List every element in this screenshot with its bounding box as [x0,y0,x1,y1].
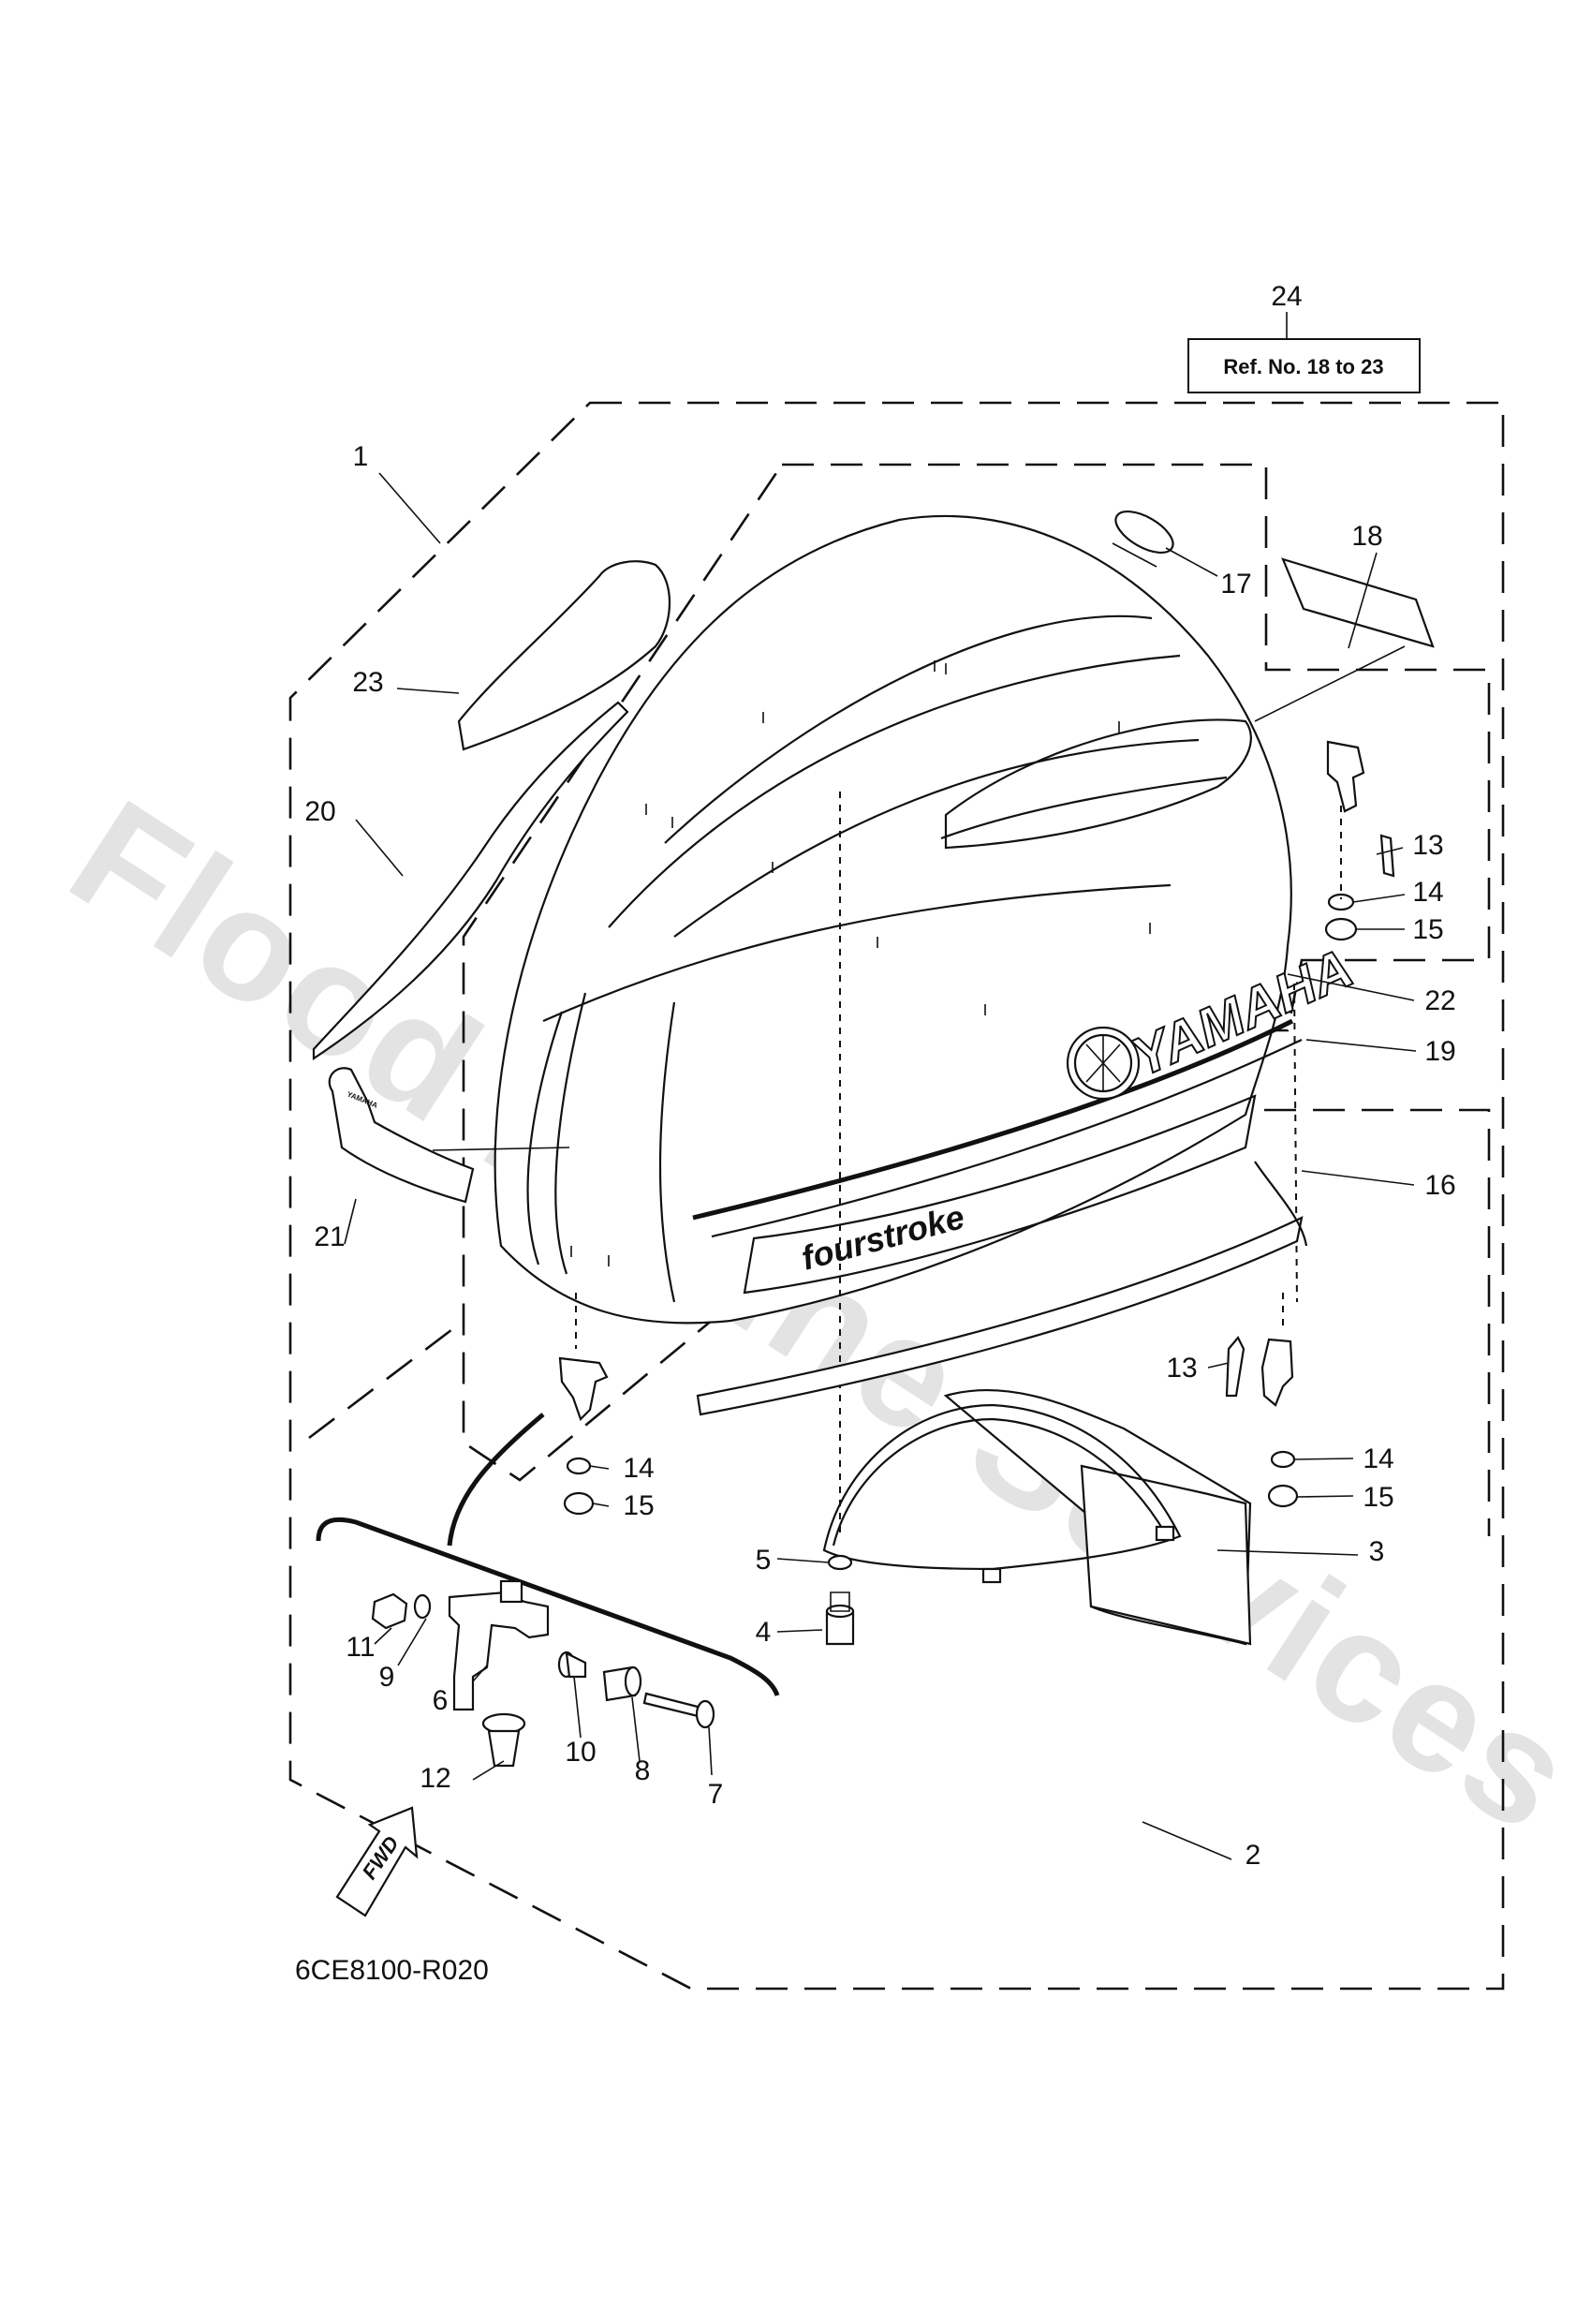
bolt-7 [642,1692,715,1729]
leader-lines [344,472,1417,1860]
grommet-12 [481,1712,526,1768]
callout-15-left: 15 [623,1490,654,1521]
callout-20: 20 [304,796,335,827]
callout-13-lower: 13 [1166,1353,1197,1384]
callout-21: 21 [314,1221,345,1252]
callout-10: 10 [565,1737,596,1768]
washer-14 [1327,893,1355,911]
callout-16: 16 [1424,1170,1455,1201]
washer-9 [413,1593,432,1620]
assembly-boundary-2 [288,401,1505,1991]
latch-group-upper-right [1324,740,1395,941]
decal-23 [457,560,671,751]
callout-9: 9 [379,1662,395,1693]
nut-11 [371,1592,408,1630]
bushing-8 [602,1665,642,1702]
nut-15-lower [1267,1484,1299,1508]
round-emblem-17 [1114,510,1174,555]
callout-5: 5 [756,1545,772,1576]
callout-15-upper: 15 [1412,914,1443,945]
callout-18: 18 [1351,521,1382,552]
callout-14-lower: 14 [1363,1443,1393,1474]
nut-15 [1324,917,1358,941]
callout-3: 3 [1369,1536,1385,1567]
callout-14-upper: 14 [1412,877,1443,908]
washer-14-lower [1270,1450,1296,1469]
callout-15-lower: 15 [1363,1482,1393,1513]
callout-7: 7 [708,1779,724,1810]
callout-23: 23 [352,667,383,698]
set-box-text: Ref. No. 18 to 23 [1223,355,1383,378]
callout-17: 17 [1220,569,1251,600]
fwd-arrow: FWD [335,1806,419,1917]
callout-1: 1 [353,441,369,472]
washer-5 [827,1554,853,1571]
washer-14-left [566,1457,592,1475]
decal-21 [328,1067,475,1204]
callout-22: 22 [1424,985,1455,1016]
collar-10 [557,1650,587,1679]
callout-4: 4 [756,1617,772,1648]
clip-marks [570,660,1151,1266]
callouts: 1 2 3 4 5 6 7 8 9 10 11 12 13 13 14 14 1… [304,441,1455,1871]
pin-13 [1379,834,1395,878]
nut-15-left [563,1491,595,1516]
callout-12: 12 [420,1763,450,1794]
callout-14-left: 14 [623,1453,654,1484]
callout-8: 8 [635,1755,651,1786]
latch-group-left [558,1356,609,1516]
pin-13-lower [1225,1336,1245,1398]
decal-20 [312,701,629,1061]
latch-6 [448,1579,550,1711]
bracket-3 [822,1388,1252,1646]
seal-strip [696,1216,1304,1416]
decal-18 [1281,557,1435,648]
drawing-code: 6CE8100-R020 [295,1955,489,1986]
detail-bubble [316,1517,780,1696]
latch-group-lower-right [1225,1293,1299,1508]
callout-11: 11 [346,1632,375,1663]
callout-19: 19 [1424,1036,1455,1067]
callout-6: 6 [433,1685,449,1716]
bolt-4 [825,1591,855,1646]
set-reference-box: Ref. No. 18 to 23 24 [1187,281,1421,393]
callout-24: 24 [1271,281,1302,312]
callout-13-upper: 13 [1412,830,1443,861]
assembly-boundary-lower [308,1108,1491,1536]
callout-2: 2 [1245,1840,1261,1871]
